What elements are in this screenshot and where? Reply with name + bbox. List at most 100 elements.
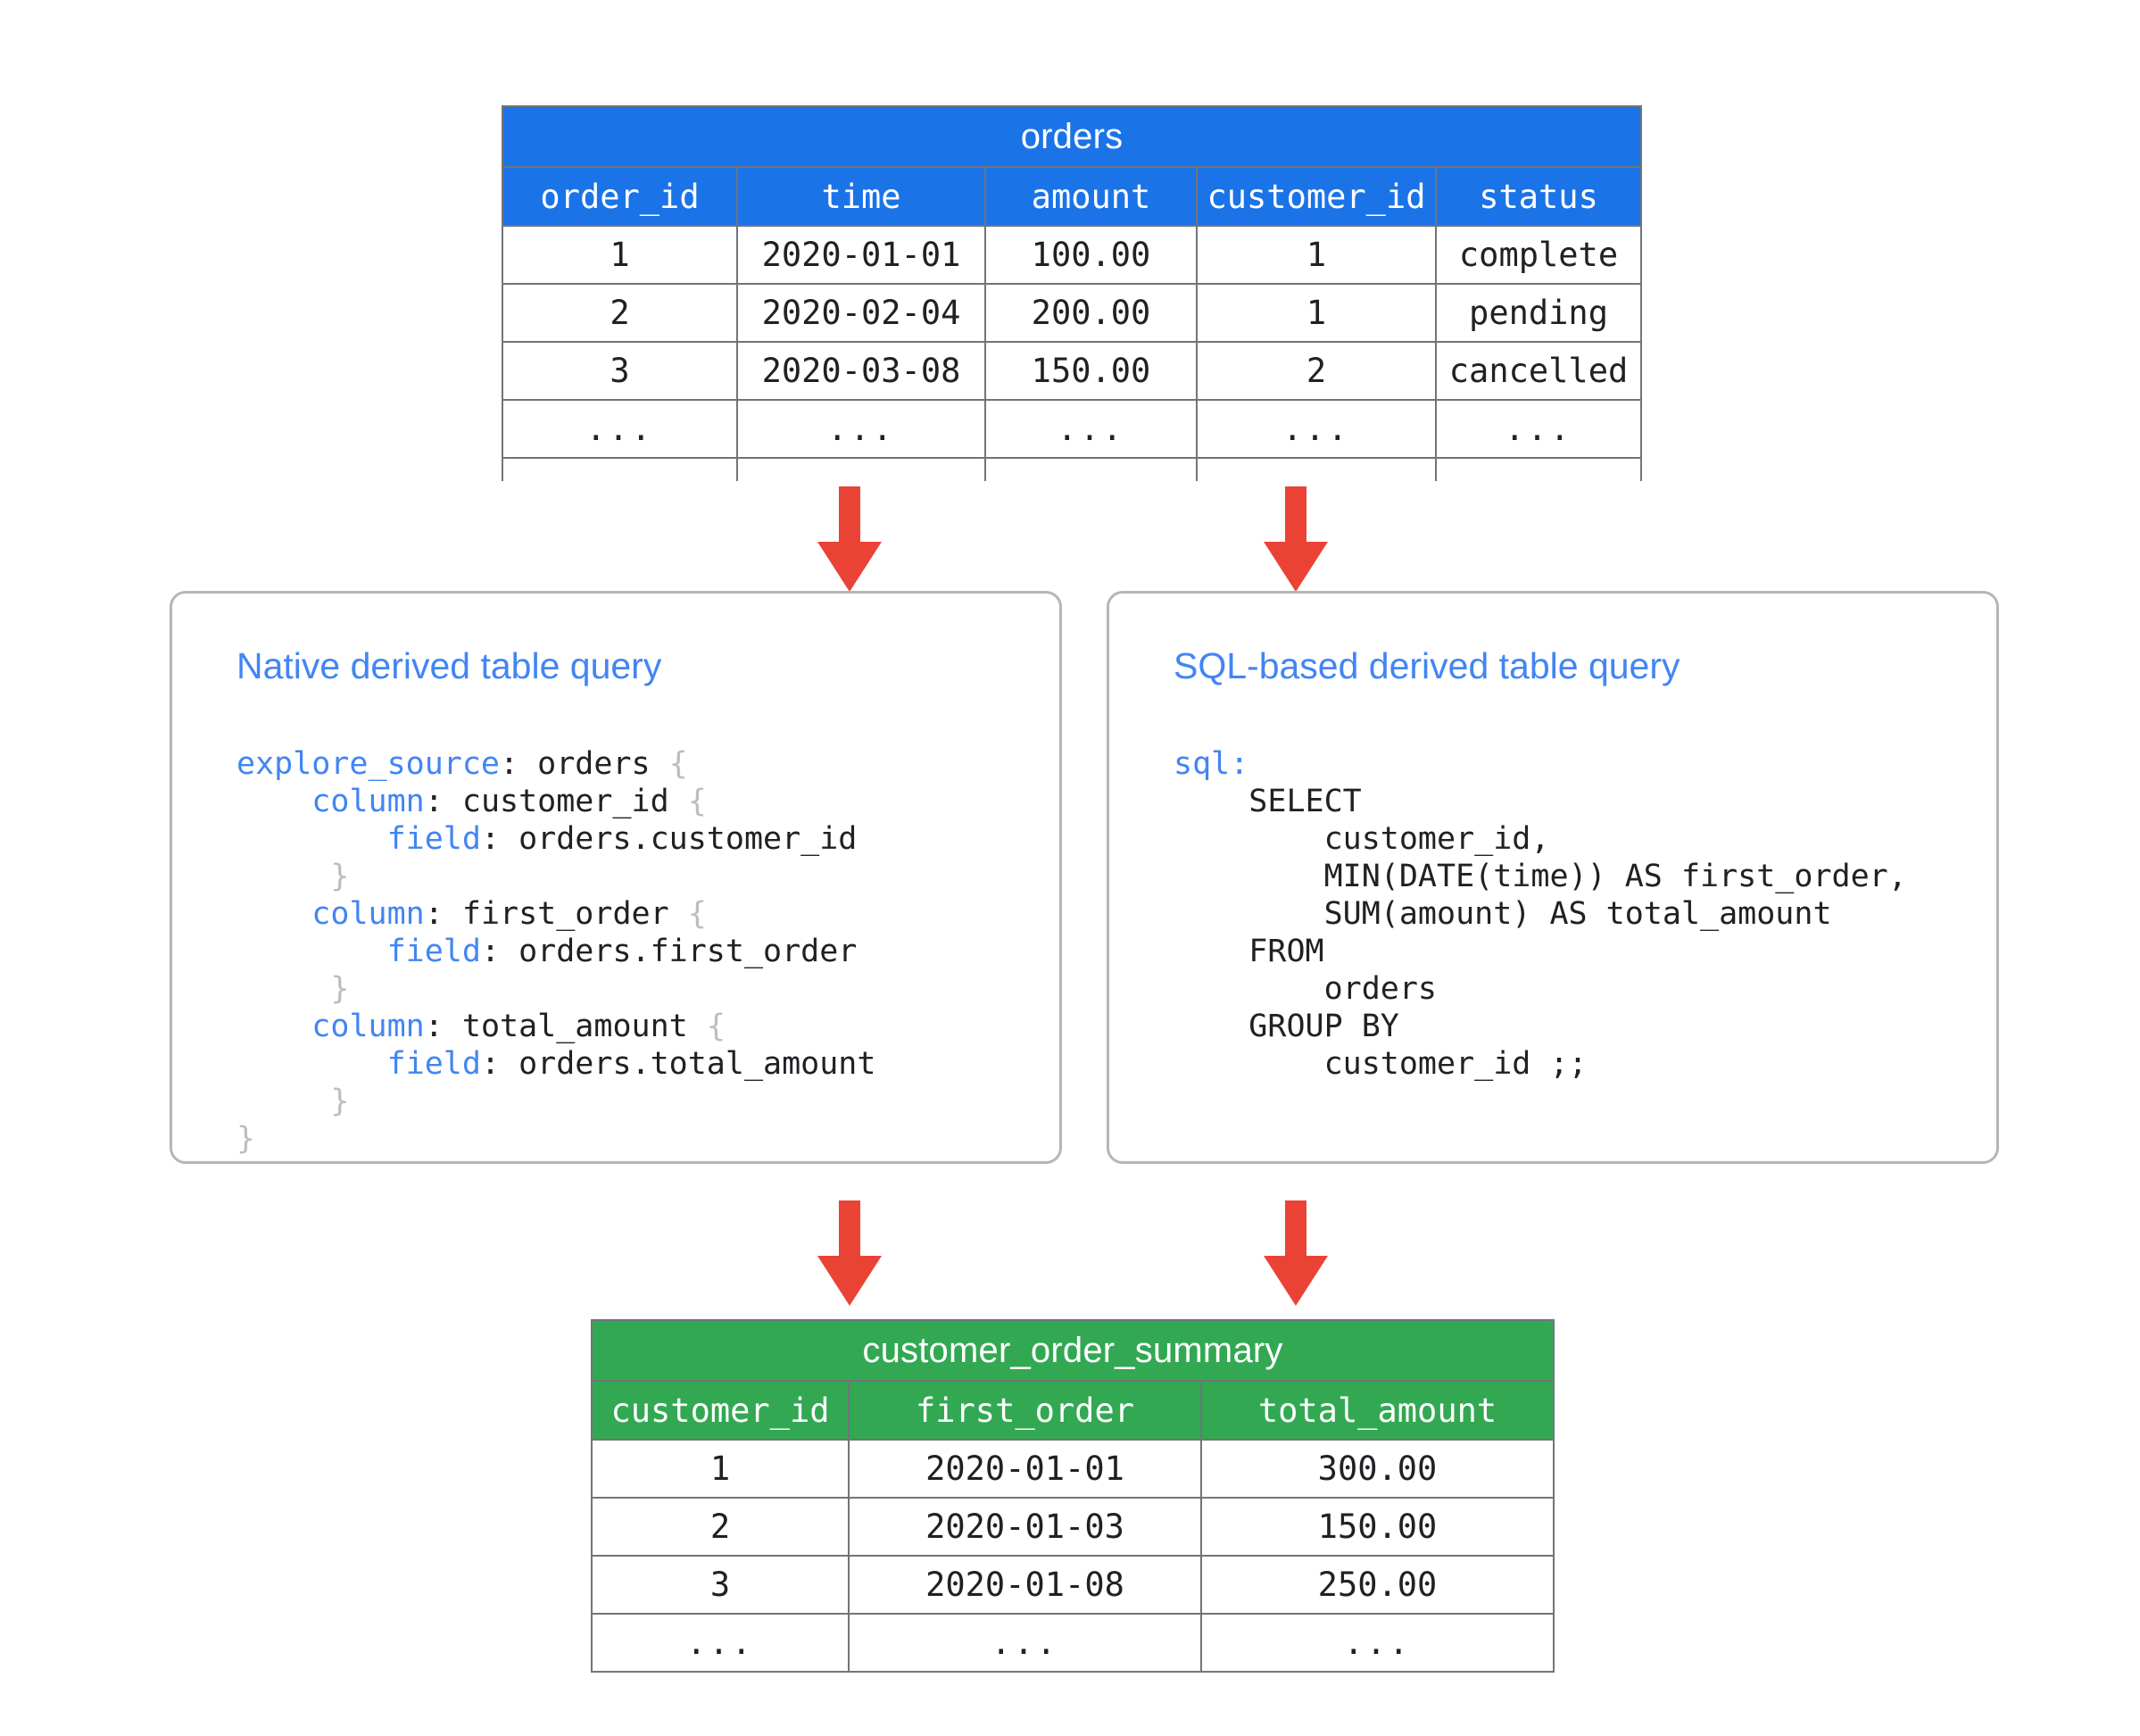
native-query-code: explore_source: orders { column: custome…: [236, 745, 875, 1158]
arrow-head: [1264, 1256, 1328, 1306]
orders-cell-clipped: [984, 457, 1198, 481]
code-brace: {: [706, 1009, 726, 1044]
summary-cell-ellipsis: ...: [848, 1613, 1202, 1673]
table-row: 2 2020-01-03 150.00: [591, 1497, 1555, 1557]
table-row: 3 2020-03-08 150.00 2 cancelled: [502, 341, 1643, 401]
summary-cell: 150.00: [1199, 1497, 1555, 1557]
orders-cell: complete: [1434, 225, 1643, 285]
code-text: SELECT: [1248, 784, 1362, 819]
table-row: 2 2020-02-04 200.00 1 pending: [502, 283, 1643, 343]
code-line: }: [236, 858, 875, 895]
code-line: GROUP BY: [1174, 1008, 1907, 1045]
table-row: 1 2020-01-01 100.00 1 complete: [502, 225, 1643, 285]
summary-cell-ellipsis: ...: [591, 1613, 850, 1673]
summary-table-header-row: customer_id first_order total_amount: [591, 1380, 1555, 1441]
orders-cell: pending: [1434, 283, 1643, 343]
orders-cell: 2: [1196, 341, 1437, 401]
table-row-ellipsis: ... ... ... ... ...: [502, 399, 1643, 459]
arrow-head: [1264, 542, 1328, 592]
code-keyword: sql:: [1174, 746, 1249, 782]
code-brace: {: [668, 746, 688, 782]
orders-cell-clipped: [1196, 457, 1437, 481]
arrow-shaft: [1285, 486, 1306, 547]
orders-cell-ellipsis: ...: [502, 399, 738, 459]
code-text: : total_amount: [424, 1009, 707, 1044]
code-keyword: column: [311, 896, 425, 932]
code-text: : orders: [500, 746, 669, 782]
summary-cell-ellipsis: ...: [1199, 1613, 1555, 1673]
code-text: MIN(DATE(time)) AS first_order,: [1323, 859, 1907, 894]
arrow-head: [817, 542, 882, 592]
orders-cell: 2020-03-08: [736, 341, 986, 401]
code-text: : customer_id: [424, 784, 688, 819]
orders-cell: 2: [502, 283, 738, 343]
code-line: }: [236, 1083, 875, 1120]
orders-table-title-row: orders: [501, 105, 1643, 168]
orders-source-table: orders order_id time amount customer_id …: [501, 105, 1643, 481]
code-text: : orders.first_order: [480, 934, 858, 969]
code-text: : orders.customer_id: [480, 821, 858, 857]
table-row-ellipsis: ... ... ...: [591, 1613, 1555, 1673]
orders-cell-ellipsis: ...: [984, 399, 1198, 459]
code-text: SUM(amount) AS total_amount: [1323, 896, 1832, 932]
orders-cell: 1: [1196, 283, 1437, 343]
arrow-down-icon-sql-to-summary: [1264, 1200, 1328, 1306]
summary-cell: 3: [591, 1555, 850, 1615]
code-brace: {: [687, 784, 707, 819]
orders-cell: 150.00: [984, 341, 1198, 401]
orders-column-header-customer-id: customer_id: [1196, 166, 1437, 227]
arrow-down-icon-orders-to-native: [817, 486, 882, 592]
code-brace: }: [311, 859, 350, 894]
code-keyword: field: [386, 821, 481, 857]
code-keyword: column: [311, 784, 425, 819]
table-row: 3 2020-01-08 250.00: [591, 1555, 1555, 1615]
code-brace: }: [236, 1121, 256, 1157]
code-text: : first_order: [424, 896, 688, 932]
code-keyword: column: [311, 1009, 425, 1044]
orders-cell: 200.00: [984, 283, 1198, 343]
orders-cell: cancelled: [1434, 341, 1643, 401]
code-line: customer_id ;;: [1174, 1045, 1907, 1083]
summary-cell: 2020-01-03: [848, 1497, 1202, 1557]
code-keyword: field: [386, 1046, 481, 1082]
summary-cell: 250.00: [1199, 1555, 1555, 1615]
summary-column-header-total-amount: total_amount: [1199, 1380, 1555, 1441]
code-line: }: [236, 1120, 875, 1158]
summary-table-title: customer_order_summary: [590, 1319, 1555, 1382]
arrow-head: [817, 1256, 882, 1306]
summary-cell: 2020-01-08: [848, 1555, 1202, 1615]
summary-column-header-customer-id: customer_id: [591, 1380, 850, 1441]
code-line: explore_source: orders {: [236, 745, 875, 783]
table-row-clipped: [502, 457, 1643, 481]
orders-cell: 100.00: [984, 225, 1198, 285]
code-line: sql:: [1174, 745, 1907, 783]
orders-cell: 1: [1196, 225, 1437, 285]
orders-column-header-status: status: [1434, 166, 1643, 227]
code-line: SUM(amount) AS total_amount: [1174, 895, 1907, 933]
arrow-shaft: [1285, 1200, 1306, 1261]
code-line: field: orders.first_order: [236, 933, 875, 970]
summary-table-title-row: customer_order_summary: [590, 1319, 1555, 1382]
code-line: column: first_order {: [236, 895, 875, 933]
code-text: GROUP BY: [1248, 1009, 1399, 1044]
summary-cell: 300.00: [1199, 1439, 1555, 1499]
code-line: }: [236, 970, 875, 1008]
summary-table-body: customer_order_summary customer_id first…: [590, 1319, 1555, 1673]
orders-cell: 1: [502, 225, 738, 285]
arrow-down-icon-native-to-summary: [817, 1200, 882, 1306]
code-keyword: field: [386, 934, 481, 969]
orders-column-header-order-id: order_id: [502, 166, 738, 227]
orders-cell: 2020-01-01: [736, 225, 986, 285]
code-text: FROM: [1248, 934, 1324, 969]
arrow-down-icon-orders-to-sql: [1264, 486, 1328, 592]
orders-table-body: orders order_id time amount customer_id …: [501, 105, 1643, 481]
sql-card-heading: SQL-based derived table query: [1174, 645, 1680, 686]
orders-cell-clipped: [502, 457, 738, 481]
native-derived-table-query-card: Native derived table query explore_sourc…: [170, 591, 1062, 1164]
table-row: 1 2020-01-01 300.00: [591, 1439, 1555, 1499]
summary-column-header-first-order: first_order: [848, 1380, 1202, 1441]
code-keyword: explore_source: [236, 746, 501, 782]
orders-cell: 3: [502, 341, 738, 401]
code-brace: }: [311, 971, 350, 1007]
orders-cell: 2020-02-04: [736, 283, 986, 343]
